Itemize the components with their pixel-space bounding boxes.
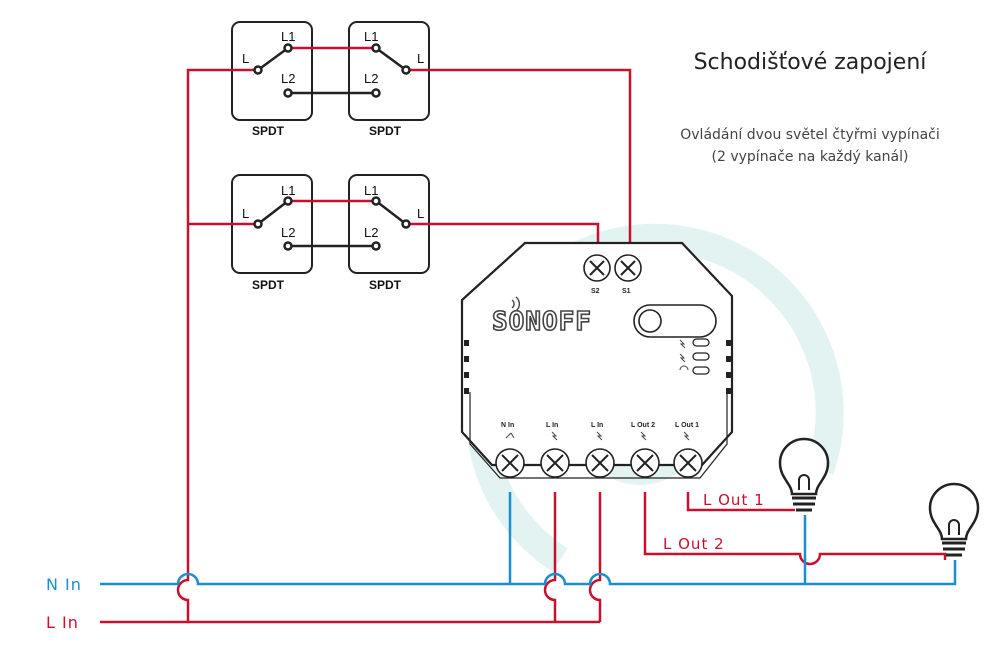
switch-internals: [253, 43, 411, 251]
terminal-nin: [495, 448, 525, 478]
subtitle-line-1: Ovládání dvou světel čtyřmi vypínači: [680, 127, 940, 143]
bottom-terminal-symbols: [505, 431, 690, 441]
switch-4-label-l: L: [417, 206, 424, 221]
channel2-icon: [679, 353, 686, 363]
wifi-signal-icon: [511, 296, 520, 312]
diagram-subtitle: Ovládání dvou světel čtyřmi vypínači (2 …: [640, 124, 980, 168]
neutral-wire-label: N In: [46, 575, 82, 594]
terminal-s2-label: S2: [591, 288, 600, 295]
switch-4-label-l2: L2: [364, 225, 378, 240]
switch-2-label-l: L: [417, 51, 424, 66]
switch-4-type: SPDT: [369, 278, 402, 292]
terminal-lin-1: [540, 448, 570, 478]
terminal-s1-label: S1: [622, 288, 631, 295]
switch-2: L L1 L2 SPDT: [348, 21, 430, 138]
terminal-lout1-label: L Out 1: [675, 422, 699, 429]
switch-2-label-l2: L2: [364, 71, 378, 86]
terminal-lout1: [673, 448, 703, 478]
switch-1-label-l2: L2: [281, 71, 295, 86]
terminal-lout2-label: L Out 2: [631, 422, 655, 429]
bulb-2-icon: [928, 482, 980, 557]
switch-1-label-l1: L1: [281, 29, 295, 44]
switch-1: L L1 L2 SPDT: [231, 21, 313, 138]
side-notches: [464, 340, 731, 394]
wifi-icon: [679, 365, 689, 371]
switch-3-label-l2: L2: [281, 225, 295, 240]
switch-1-type: SPDT: [252, 124, 285, 138]
lout1-wire-label: L Out 1: [703, 491, 765, 509]
terminal-nin-label: N In: [501, 422, 514, 429]
red-wires: [100, 46, 947, 624]
switch-2-label-l1: L1: [364, 29, 378, 44]
terminal-lout2: [630, 448, 660, 478]
switch-4: L L1 L2 SPDT: [348, 174, 430, 292]
led-icons: [679, 339, 689, 371]
sonoff-device: S2 S1 SONOFF: [460, 241, 734, 479]
bottom-terminals: [495, 448, 703, 478]
switch-3: L L1 L2 SPDT: [231, 174, 313, 292]
switch-2-type: SPDT: [369, 124, 402, 138]
brand-logo: SONOFF: [492, 307, 592, 337]
terminal-lin-2: [585, 448, 615, 478]
switch-3-label-l1: L1: [281, 183, 295, 198]
bulb-1-icon: [778, 437, 830, 512]
diagram-title: Schodišťové zapojení: [693, 50, 927, 75]
bottom-terminal-labels: N In L In L In L Out 2 L Out 1: [501, 422, 699, 429]
pairing-button: [633, 304, 717, 338]
switch-1-label-l: L: [242, 51, 249, 66]
switch-4-label-l1: L1: [364, 183, 378, 198]
switch-3-type: SPDT: [252, 278, 285, 292]
terminal-s2: S2: [583, 254, 611, 295]
line-wire-label: L In: [46, 613, 79, 632]
terminal-lin1-label: L In: [546, 422, 558, 429]
lout2-wire-label: L Out 2: [663, 535, 725, 553]
terminal-lin2-label: L In: [591, 422, 603, 429]
switch-3-label-l: L: [242, 206, 249, 221]
blue-wires: [100, 492, 957, 586]
subtitle-line-2: (2 vypínače na každý kanál): [711, 149, 909, 165]
terminal-s1: S1: [614, 254, 642, 295]
channel1-icon: [679, 339, 686, 349]
status-leds: [692, 338, 710, 375]
